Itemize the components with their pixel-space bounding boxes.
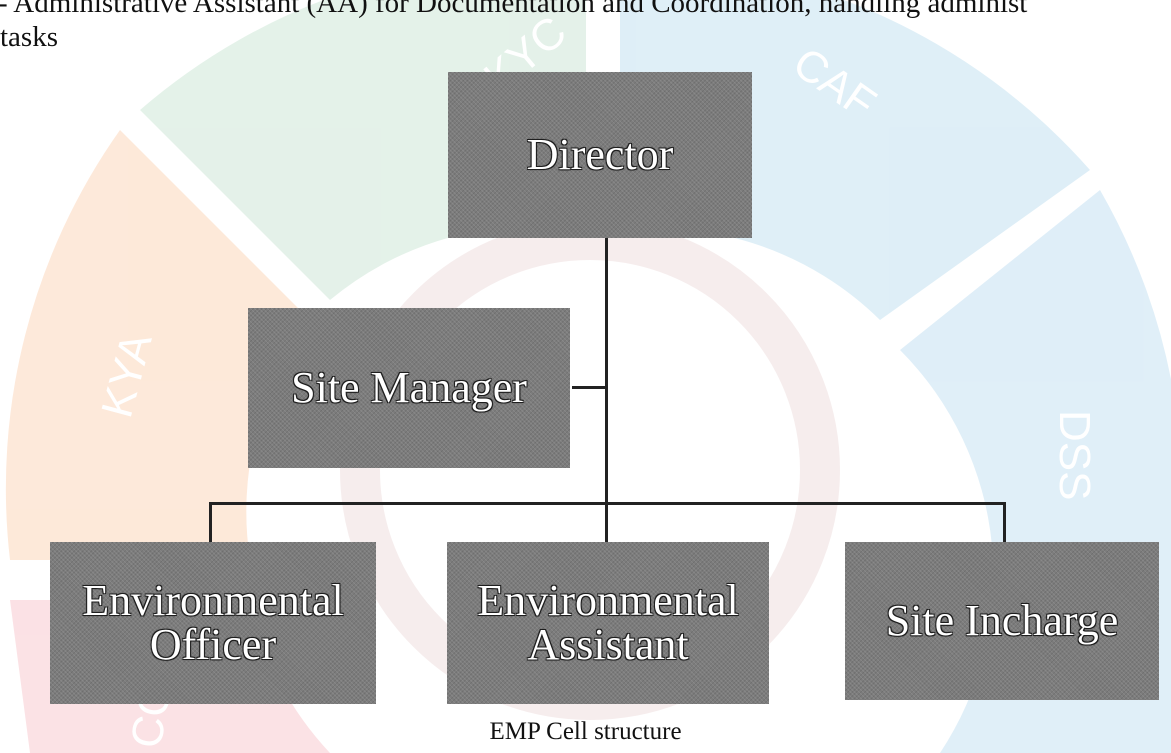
environmental-officer-box: Environmental Officer [50,542,376,704]
director-box: Director [448,72,752,238]
connector-site-manager [572,386,606,389]
connector-env-officer [209,502,212,542]
figure-caption: EMP Cell structure [489,718,682,745]
environmental-officer-label-line1: Environmental [82,576,344,625]
environmental-assistant-label-line1: Environmental [477,576,739,625]
environmental-assistant-label-line2: Assistant [527,620,689,669]
intro-text-line-2: tasks [0,21,58,53]
site-incharge-box: Site Incharge [845,542,1159,700]
connector-director-trunk [605,238,608,504]
site-manager-box: Site Manager [248,308,570,468]
watermark-label-dss: DSS [1050,410,1099,500]
director-label: Director [526,130,674,179]
connector-env-assistant [605,502,608,542]
environmental-assistant-box: Environmental Assistant [447,542,769,704]
environmental-officer-label-line2: Officer [149,620,277,669]
intro-text-line-1: - Administrative Assistant (AA) for Docu… [0,0,1028,19]
site-manager-label: Site Manager [291,363,527,412]
site-incharge-label: Site Incharge [885,596,1119,645]
watermark-segment-orange [5,130,310,560]
connector-site-incharge [1003,502,1006,542]
